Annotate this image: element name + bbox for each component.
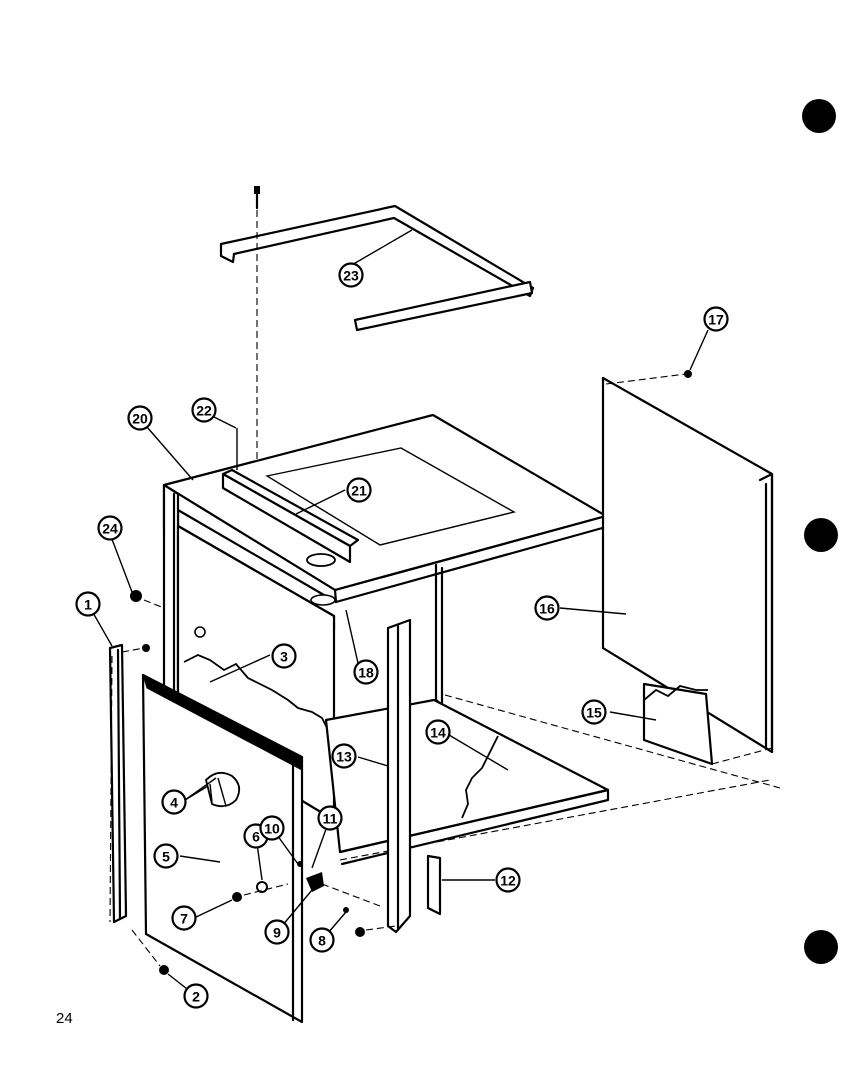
top-screw [254, 186, 260, 478]
callout-14: 14 [425, 719, 451, 745]
callout-label: 24 [102, 521, 118, 537]
callout-10: 10 [259, 815, 285, 841]
callout-circle [534, 595, 560, 621]
small-bracket [426, 854, 442, 916]
callout-circle [317, 805, 343, 831]
callout-label: 20 [132, 411, 148, 427]
callout-label: 22 [196, 403, 212, 419]
callout-label: 1 [84, 597, 92, 613]
callout-label: 10 [264, 821, 280, 837]
callout-circle [331, 743, 357, 769]
callout-label: 14 [430, 725, 446, 741]
callout-24: 24 [97, 515, 123, 541]
callout-1: 1 [75, 591, 101, 617]
callout-21: 21 [346, 477, 372, 503]
callout-3: 3 [271, 643, 297, 669]
callout-label: 12 [500, 873, 516, 889]
page-number: 24 [56, 1010, 73, 1027]
callout-circle [191, 397, 217, 423]
callout-circle [353, 659, 379, 685]
callout-9: 9 [264, 919, 290, 945]
callout-20: 20 [127, 405, 153, 431]
callout-2: 2 [183, 983, 209, 1009]
callout-circle [309, 927, 335, 953]
top-frame-part [219, 204, 535, 332]
callout-label: 17 [708, 312, 724, 328]
callout-circle [264, 919, 290, 945]
binder-hole-bottom [804, 930, 838, 964]
callout-label: 4 [170, 795, 178, 811]
callout-circle [97, 515, 123, 541]
callout-label: 23 [343, 268, 359, 284]
callout-8: 8 [309, 927, 335, 953]
binder-hole-middle [804, 518, 838, 552]
binder-hole-top [802, 99, 836, 133]
callout-23: 23 [338, 262, 364, 288]
callout-circle [581, 699, 607, 725]
callout-17: 17 [703, 306, 729, 332]
callout-circle [495, 867, 521, 893]
hardware-parts [130, 428, 397, 975]
callout-12: 12 [495, 867, 521, 893]
front-door-panel [141, 673, 304, 1024]
leader-lines [87, 229, 709, 997]
callout-label: 2 [192, 989, 200, 1005]
callout-circle [171, 905, 197, 931]
callout-label: 13 [336, 749, 352, 765]
callout-label: 21 [351, 483, 367, 499]
callout-label: 8 [318, 933, 326, 949]
callout-label: 3 [280, 649, 288, 665]
callout-circle [259, 815, 285, 841]
callout-16: 16 [534, 595, 560, 621]
callout-circle [346, 477, 372, 503]
callout-7: 7 [171, 905, 197, 931]
callout-13: 13 [331, 743, 357, 769]
callout-circle [703, 306, 729, 332]
callout-circle [75, 591, 101, 617]
callout-label: 6 [252, 829, 260, 845]
callout-4: 4 [161, 789, 187, 815]
callout-15: 15 [581, 699, 607, 725]
callout-label: 5 [162, 849, 170, 865]
callout-circle [153, 843, 179, 869]
callout-circle [338, 262, 364, 288]
callout-circle [127, 405, 153, 431]
callout-label: 7 [180, 911, 188, 927]
callout-label: 11 [323, 811, 338, 827]
callout-22: 22 [191, 397, 217, 423]
callout-label: 16 [539, 601, 555, 617]
callout-circle [183, 983, 209, 1009]
callout-circle [425, 719, 451, 745]
callout-label: 18 [358, 665, 374, 681]
right-side-panel [601, 370, 774, 754]
callout-18: 18 [353, 659, 379, 685]
callout-circle [271, 643, 297, 669]
right-rear-bracket [642, 682, 773, 766]
left-front-post [108, 643, 150, 924]
callout-label: 9 [273, 925, 281, 941]
callout-label: 15 [586, 705, 602, 721]
callout-11: 11 [317, 805, 343, 831]
callout-circle [161, 789, 187, 815]
callout-5: 5 [153, 843, 179, 869]
front-right-post [386, 618, 412, 934]
